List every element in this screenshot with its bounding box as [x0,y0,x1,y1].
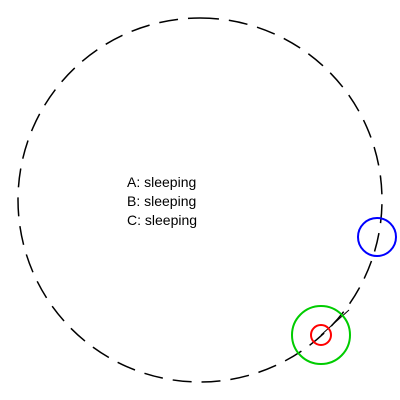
connector-line [320,309,350,336]
agent-c-ring[interactable] [291,305,351,365]
agent-a-circle[interactable] [310,324,332,346]
agent-b-status: B: sleeping [127,193,196,209]
agent-b-circle[interactable] [357,217,397,257]
orbit-track [17,17,383,383]
agent-a-status: A: sleeping [127,174,196,190]
agent-c-status: C: sleeping [127,212,197,228]
